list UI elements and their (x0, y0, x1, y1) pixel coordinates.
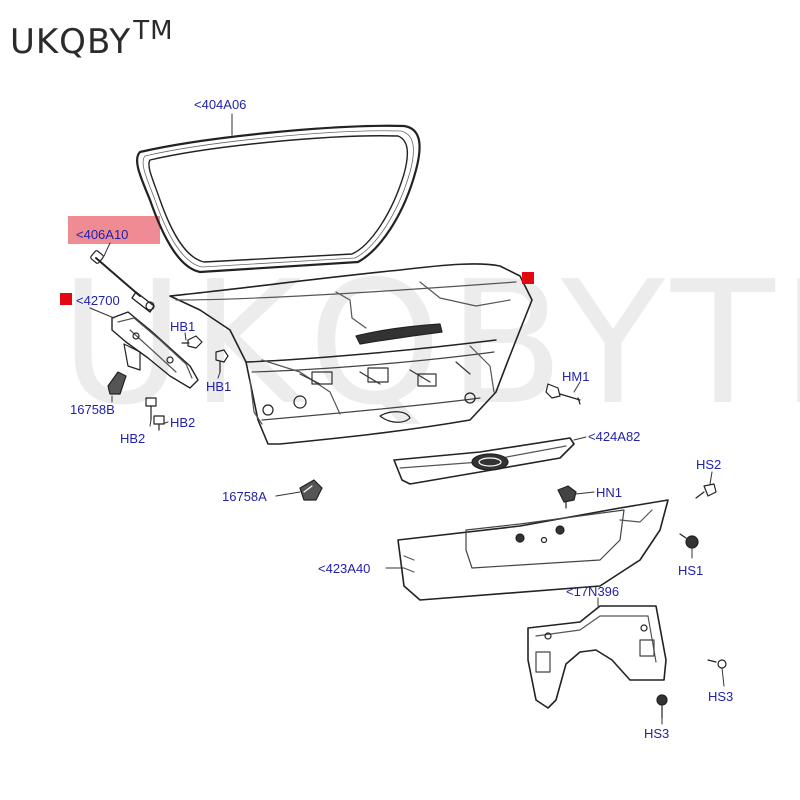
brand-logo: UKQBYTM (10, 16, 174, 62)
marker-lid (522, 272, 534, 284)
label-424A82: <424A82 (588, 429, 641, 444)
trunk-hinge (111, 311, 199, 389)
label-406A10: <406A10 (76, 227, 129, 242)
label-hb1-lower: HB1 (206, 379, 232, 394)
label-hb2-left: HB2 (120, 431, 146, 446)
leader-lines (89, 113, 725, 725)
brand-tm: TM (133, 16, 174, 46)
brand-name: UKQBY (10, 22, 132, 62)
bolt-hb1-lower (215, 349, 229, 373)
label-hn1: HN1 (596, 485, 623, 500)
label-hm1: HM1 (562, 369, 590, 384)
label-42700: <42700 (76, 293, 120, 308)
label-hs1: HS1 (678, 563, 704, 578)
label-16758B: 16758B (70, 402, 115, 417)
label-hb1-upper: HB1 (170, 319, 196, 334)
bolt-hb2-left (145, 397, 157, 421)
label-17N396: <17N396 (566, 584, 620, 599)
license-plate-bracket (527, 605, 667, 709)
highlight-406A10 (68, 216, 160, 244)
license-plate-panel (397, 499, 669, 601)
gas-strut (90, 250, 155, 313)
label-16758A: 16758A (222, 489, 267, 504)
bump-stop-16758A (299, 479, 323, 501)
label-423A40: <423A40 (318, 561, 371, 576)
garnish-moulding (393, 437, 575, 485)
label-hb2-right: HB2 (170, 415, 196, 430)
trunk-lid (169, 263, 533, 445)
bolt-hb1-upper (181, 335, 203, 349)
label-hs3-right: HS3 (708, 689, 734, 704)
bolt-hs2 (695, 483, 717, 499)
bolt-hb2-right (153, 415, 165, 431)
bump-stop-16758B (107, 371, 127, 395)
marker-42700 (60, 293, 72, 305)
bolt-hs3-right (707, 659, 727, 669)
label-hs2: HS2 (696, 457, 722, 472)
bolt-hs3-bottom (656, 694, 668, 719)
label-hs3-bottom: HS3 (644, 726, 670, 741)
bolt-hs1 (679, 533, 699, 549)
nut-hn1 (557, 485, 577, 509)
weatherstrip-seal (135, 124, 421, 274)
label-404A06: <404A06 (194, 97, 247, 112)
bolt-hm1 (545, 383, 581, 405)
